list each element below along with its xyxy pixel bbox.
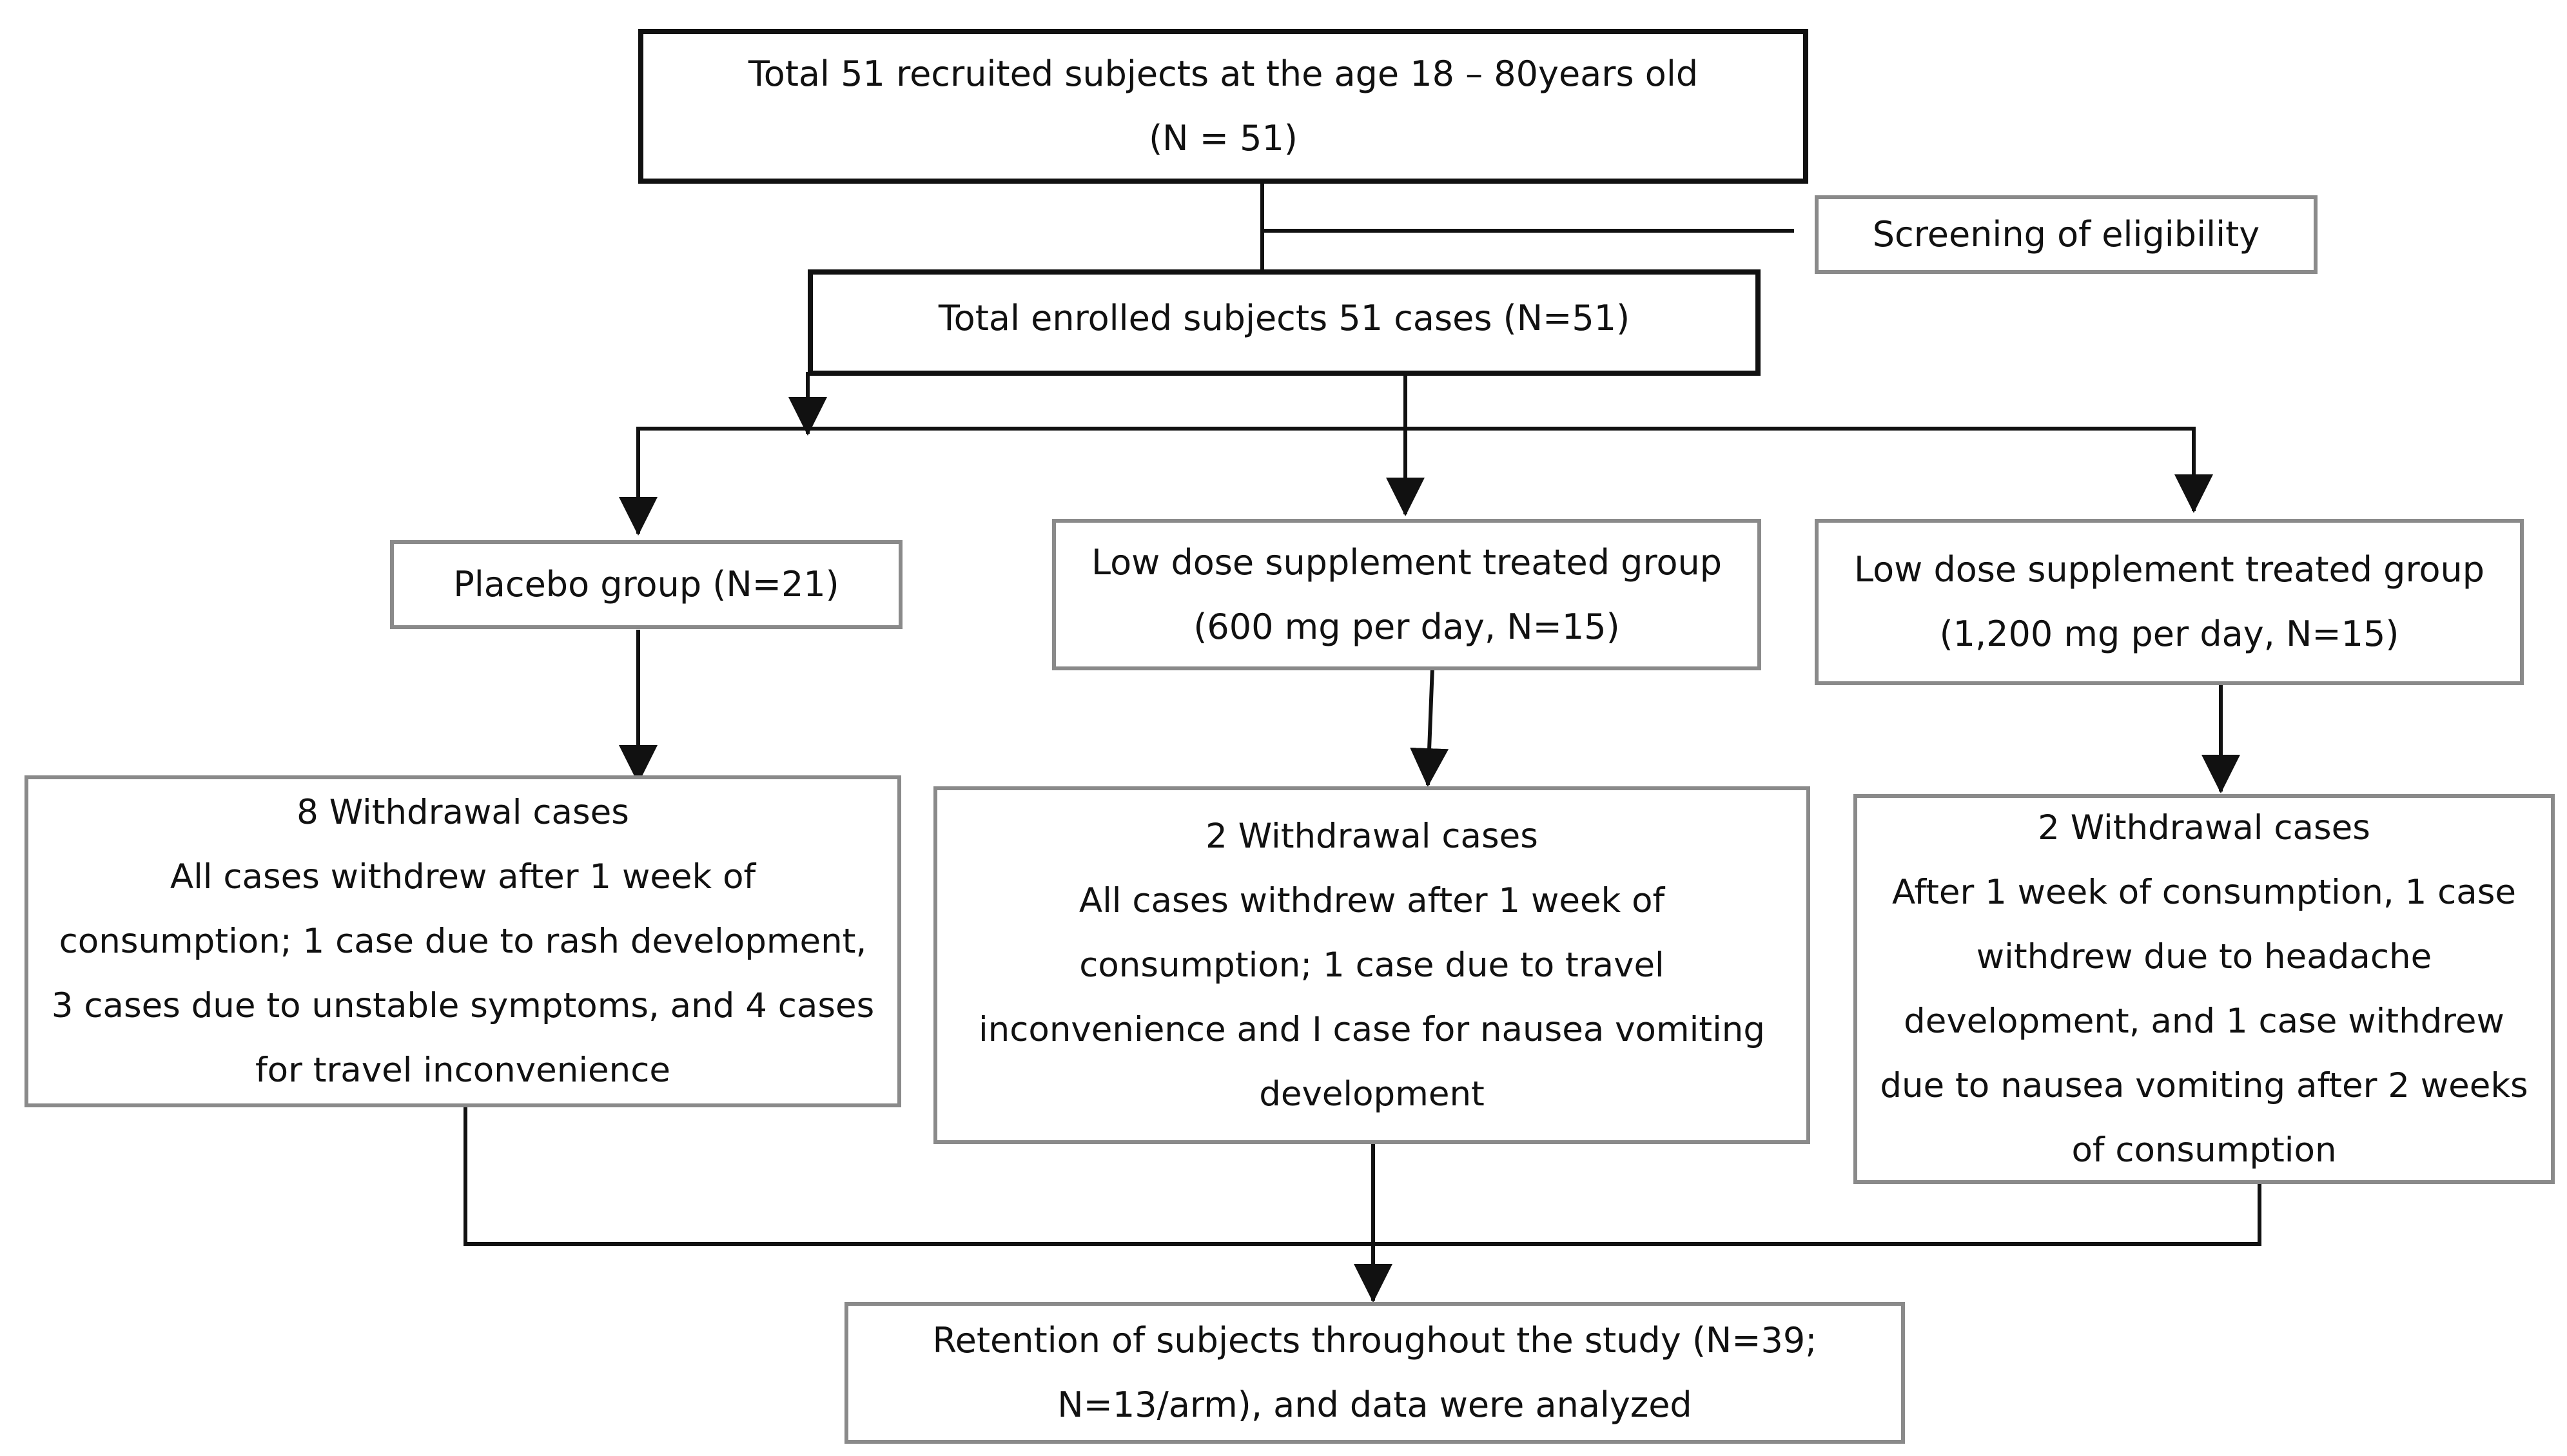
withdrawal-600-line-4: inconvenience and I case for nausea vomi… xyxy=(978,1009,1766,1049)
screening-box: Screening of eligibility xyxy=(1815,195,2318,274)
withdrawal-600-line-3: consumption; 1 case due to travel xyxy=(1079,945,1664,985)
low-dose-1200-line-1: Low dose supplement treated group xyxy=(1853,549,2485,590)
low-dose-1200-line-2: (1,200 mg per day, N=15) xyxy=(1939,614,2399,654)
withdrawal-1200-line-2: After 1 week of consumption, 1 case xyxy=(1892,872,2516,912)
withdrawal-600-box: 2 Withdrawal cases All cases withdrew af… xyxy=(933,786,1810,1144)
recruited-box: Total 51 recruited subjects at the age 1… xyxy=(638,29,1808,184)
enrolled-box: Total enrolled subjects 51 cases (N=51) xyxy=(808,269,1761,376)
withdrawal-1200-line-4: development, and 1 case withdrew xyxy=(1904,1001,2504,1041)
retention-line-2: N=13/arm), and data were analyzed xyxy=(1057,1384,1692,1425)
recruited-line-1: Total 51 recruited subjects at the age 1… xyxy=(748,53,1699,94)
screening-line-1: Screening of eligibility xyxy=(1872,214,2260,255)
withdrawal-placebo-line-1: 8 Withdrawal cases xyxy=(297,792,629,832)
placebo-group-box: Placebo group (N=21) xyxy=(390,540,903,629)
withdrawal-placebo-line-4: 3 cases due to unstable symptoms, and 4 … xyxy=(51,985,875,1025)
placebo-group-line-1: Placebo group (N=21) xyxy=(453,564,839,605)
withdrawal-600-line-1: 2 Withdrawal cases xyxy=(1205,816,1538,856)
withdrawal-placebo-box: 8 Withdrawal cases All cases withdrew af… xyxy=(24,775,901,1107)
withdrawal-placebo-line-2: All cases withdrew after 1 week of xyxy=(170,857,756,897)
withdrawal-1200-line-5: due to nausea vomiting after 2 weeks xyxy=(1880,1065,2528,1105)
withdrawal-1200-line-6: of consumption xyxy=(2071,1130,2337,1170)
retention-box: Retention of subjects throughout the stu… xyxy=(844,1302,1905,1444)
enrolled-line-1: Total enrolled subjects 51 cases (N=51) xyxy=(938,298,1630,338)
withdrawal-1200-line-1: 2 Withdrawal cases xyxy=(2038,808,2370,848)
recruited-line-2: (N = 51) xyxy=(1149,118,1298,159)
withdrawal-600-line-5: development xyxy=(1259,1074,1485,1114)
withdrawal-1200-box: 2 Withdrawal cases After 1 week of consu… xyxy=(1853,794,2555,1184)
low-dose-600-line-1: Low dose supplement treated group xyxy=(1091,541,1723,583)
low-dose-600-box: Low dose supplement treated group (600 m… xyxy=(1052,519,1761,670)
low-dose-1200-box: Low dose supplement treated group (1,200… xyxy=(1815,519,2524,685)
withdrawal-placebo-line-5: for travel inconvenience xyxy=(255,1050,671,1090)
retention-line-1: Retention of subjects throughout the stu… xyxy=(932,1320,1817,1361)
low-dose-600-line-2: (600 mg per day, N=15) xyxy=(1193,606,1620,647)
withdrawal-1200-line-3: withdrew due to headache xyxy=(1976,937,2432,976)
withdrawal-placebo-line-3: consumption; 1 case due to rash developm… xyxy=(59,921,867,961)
arrow-600-to-withdrawal xyxy=(1410,665,1449,787)
withdrawal-600-line-2: All cases withdrew after 1 week of xyxy=(1079,880,1665,920)
